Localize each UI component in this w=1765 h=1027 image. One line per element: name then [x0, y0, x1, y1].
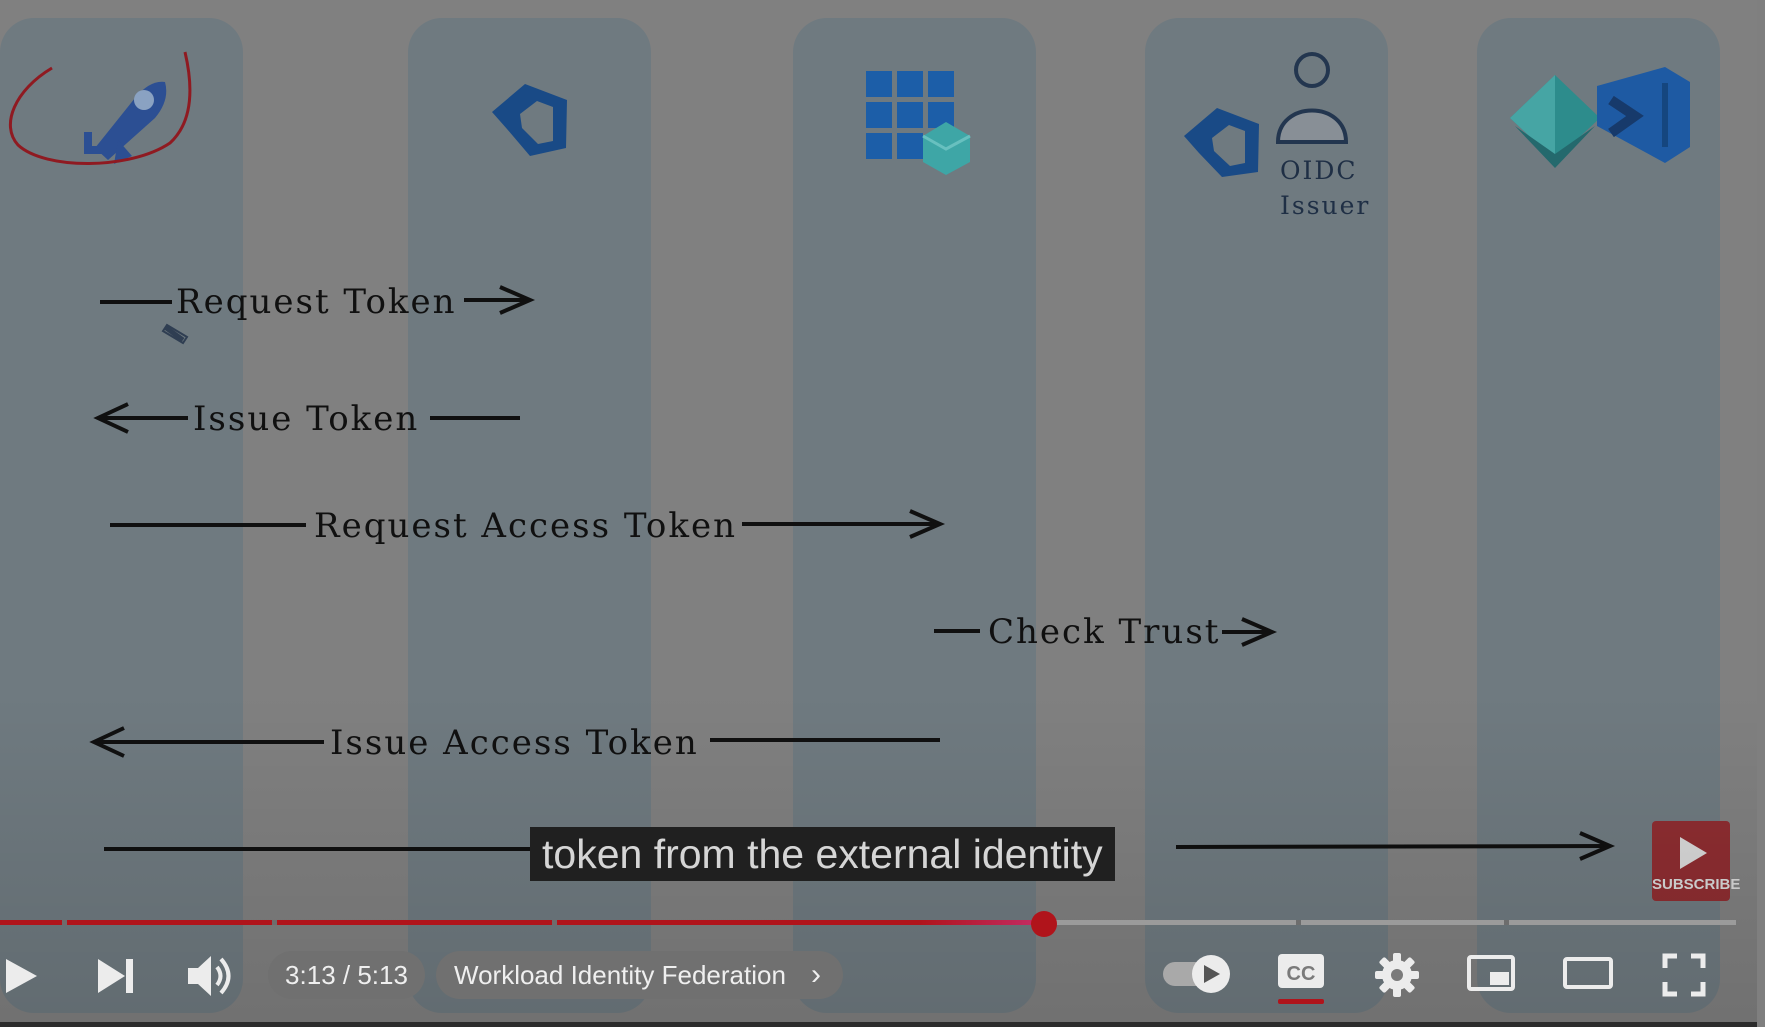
chevron-right-icon: › — [811, 958, 821, 991]
arrow-request-access-token: Request Access Token — [110, 506, 946, 546]
caption-text: token from the external identity — [530, 827, 1115, 881]
miniplayer-icon[interactable] — [1466, 954, 1516, 994]
progress-bar[interactable] — [0, 920, 1736, 925]
progress-scrubber[interactable] — [1031, 911, 1058, 937]
svg-text:Request Access Token: Request Access Token — [314, 506, 737, 546]
svg-text:Request Token: Request Token — [176, 282, 457, 322]
chapter-marker — [272, 920, 277, 925]
azure-devops-icon — [492, 84, 567, 156]
cc-active-indicator — [1278, 999, 1324, 1004]
fullscreen-icon[interactable] — [1662, 953, 1706, 997]
bottom-edge — [0, 1022, 1765, 1027]
arrow-check-trust: Check Trust — [934, 612, 1278, 652]
entra-grid-icon — [866, 71, 971, 175]
subscribe-button[interactable]: SUBSCRIBE — [1652, 821, 1741, 901]
arrow-request-token: Request Token — [100, 282, 536, 322]
user-icon — [1275, 52, 1349, 144]
pipeline-rocket-icon — [84, 81, 167, 164]
issuer-label: Issuer — [1280, 191, 1370, 220]
chapter-marker — [552, 920, 557, 925]
play-icon[interactable] — [0, 956, 45, 996]
svg-text:CC: CC — [1287, 963, 1316, 985]
right-edge — [1757, 0, 1765, 1027]
time-display: 3:13 / 5:13 — [268, 951, 425, 999]
svg-text:Issue Access Token: Issue Access Token — [330, 723, 699, 763]
play-icon — [1680, 837, 1707, 869]
subscribe-label: SUBSCRIBE — [1652, 876, 1741, 893]
chapter-marker — [1296, 920, 1301, 925]
oidc-label: OIDC — [1280, 156, 1358, 185]
pencil-cursor-icon — [161, 323, 189, 345]
red-circle-annotation — [8, 51, 192, 165]
closed-captions-icon[interactable]: CC — [1276, 952, 1326, 992]
svg-text:Issue Token: Issue Token — [193, 399, 419, 439]
devops-issuer-icon — [1184, 108, 1259, 177]
next-icon[interactable] — [96, 956, 138, 996]
theater-mode-icon[interactable] — [1562, 956, 1614, 992]
arrow-access-resources — [104, 831, 1616, 861]
chapter-title: Workload Identity Federation — [454, 960, 786, 990]
svg-text:Check Trust: Check Trust — [988, 612, 1220, 652]
settings-icon[interactable] — [1374, 952, 1420, 998]
player-controls: CC — [0, 945, 1765, 1005]
arrow-issue-token: Issue Token — [93, 399, 520, 439]
autoplay-toggle-icon[interactable] — [1162, 954, 1232, 996]
progress-played — [0, 920, 1045, 925]
volume-icon[interactable] — [186, 952, 236, 1000]
chapter-button[interactable]: Workload Identity Federation › — [436, 951, 843, 999]
vscode-icon — [1597, 67, 1690, 163]
chapter-marker — [1504, 920, 1509, 925]
chapter-marker — [62, 920, 67, 925]
ethereum-icon — [1510, 75, 1600, 168]
arrow-issue-access-token: Issue Access Token — [89, 723, 940, 763]
